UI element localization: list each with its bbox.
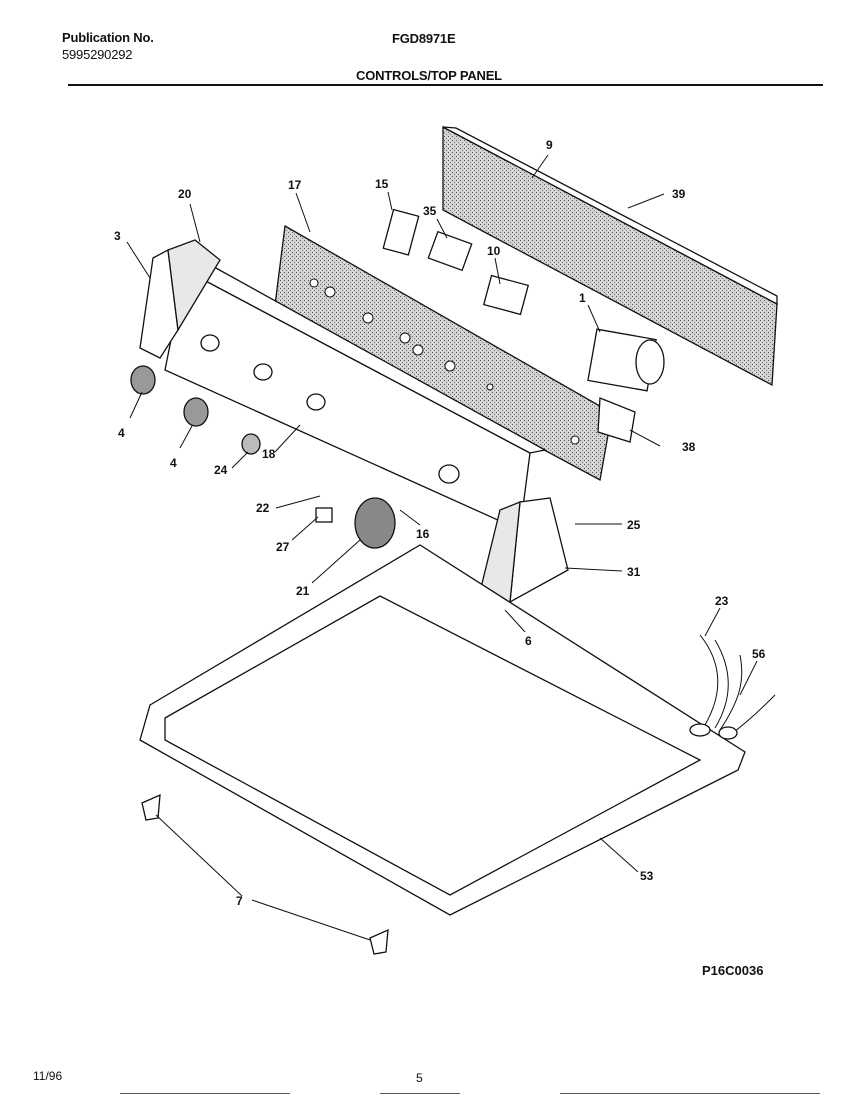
callout-labels: 9 39 15 35 10 1 17 20 3 4 4 24 18 22 27 … bbox=[114, 138, 766, 908]
callout-3: 3 bbox=[114, 229, 121, 243]
callout-17: 17 bbox=[288, 178, 302, 192]
callout-9: 9 bbox=[546, 138, 553, 152]
clip-part-27 bbox=[315, 507, 333, 523]
foot-part-7a bbox=[141, 793, 161, 821]
footer-rule-left bbox=[120, 1093, 290, 1094]
callout-27: 27 bbox=[276, 540, 290, 554]
callout-18: 18 bbox=[262, 447, 276, 461]
knob-part-4b bbox=[183, 397, 209, 427]
callout-39: 39 bbox=[672, 187, 686, 201]
switch-part-15 bbox=[382, 208, 420, 256]
knob-part-4a bbox=[130, 365, 156, 395]
publication-number: 5995290292 bbox=[62, 47, 133, 62]
wire-harness-part bbox=[689, 634, 776, 740]
footer-rule-right bbox=[560, 1093, 820, 1094]
bracket-part-35 bbox=[427, 230, 473, 272]
footer-date: 11/96 bbox=[33, 1069, 63, 1083]
callout-10: 10 bbox=[487, 244, 501, 258]
right-end-cap-part bbox=[477, 497, 569, 616]
callout-4b: 4 bbox=[170, 456, 177, 470]
callout-16: 16 bbox=[416, 527, 430, 541]
callout-1: 1 bbox=[579, 291, 586, 305]
section-title: CONTROLS/TOP PANEL bbox=[356, 68, 502, 83]
foot-part-7b bbox=[369, 928, 389, 955]
footer-rule-mid bbox=[380, 1093, 460, 1094]
publication-label: Publication No. bbox=[62, 30, 154, 45]
dial-part-21 bbox=[354, 497, 396, 549]
left-end-cap-part bbox=[139, 239, 221, 359]
callout-23: 23 bbox=[715, 594, 729, 608]
callout-21: 21 bbox=[296, 584, 310, 598]
knob-part-24 bbox=[241, 433, 261, 455]
leader-lines bbox=[126, 154, 758, 941]
control-panel-back-part bbox=[274, 224, 613, 481]
model-number: FGD8971E bbox=[392, 31, 456, 46]
callout-31: 31 bbox=[627, 565, 641, 579]
bracket-part-38 bbox=[597, 397, 636, 443]
callout-6: 6 bbox=[525, 634, 532, 648]
top-panel-part bbox=[139, 544, 746, 916]
callout-53: 53 bbox=[640, 869, 654, 883]
callout-22: 22 bbox=[256, 501, 270, 515]
callout-20: 20 bbox=[178, 187, 192, 201]
callout-24: 24 bbox=[214, 463, 228, 477]
timer-part-10 bbox=[482, 274, 530, 316]
callout-7: 7 bbox=[236, 894, 243, 908]
callout-35: 35 bbox=[423, 204, 437, 218]
callout-38: 38 bbox=[682, 440, 696, 454]
callout-56: 56 bbox=[752, 647, 766, 661]
motor-part-1 bbox=[587, 328, 665, 392]
rear-panel-part bbox=[442, 125, 778, 387]
callout-25: 25 bbox=[627, 518, 641, 532]
callout-4a: 4 bbox=[118, 426, 125, 440]
header-rule bbox=[68, 84, 823, 86]
page-number: 5 bbox=[416, 1071, 423, 1085]
figure-code: P16C0036 bbox=[702, 963, 764, 978]
callout-15: 15 bbox=[375, 177, 389, 191]
